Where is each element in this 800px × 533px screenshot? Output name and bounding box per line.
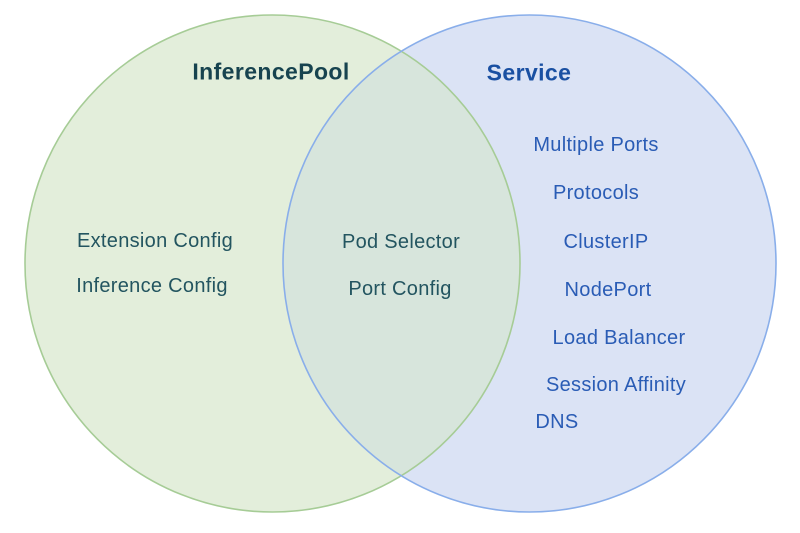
venn-item-extension-config: Extension Config: [76, 230, 234, 252]
venn-item-inference-config: Inference Config: [76, 275, 228, 297]
venn-item-pod-selector: Pod Selector: [341, 231, 461, 253]
venn-item-nodeport: NodePort: [564, 279, 652, 301]
intersection-region: [283, 15, 520, 512]
service-title: Service: [486, 59, 572, 86]
service-circle-outline: [282, 14, 777, 513]
venn-item-port-config: Port Config: [348, 278, 452, 300]
venn-item-load-balancer: Load Balancer: [552, 327, 686, 349]
venn-item-dns: DNS: [535, 411, 579, 433]
venn-item-protocols: Protocols: [552, 182, 640, 204]
venn-item-multiple-ports: Multiple Ports: [533, 134, 659, 156]
venn-item-clusterip: ClusterIP: [563, 231, 649, 253]
inferencepool-circle-outline: [24, 14, 521, 513]
inferencepool-title: InferencePool: [192, 58, 350, 85]
venn-item-session-affinity: Session Affinity: [545, 374, 687, 396]
